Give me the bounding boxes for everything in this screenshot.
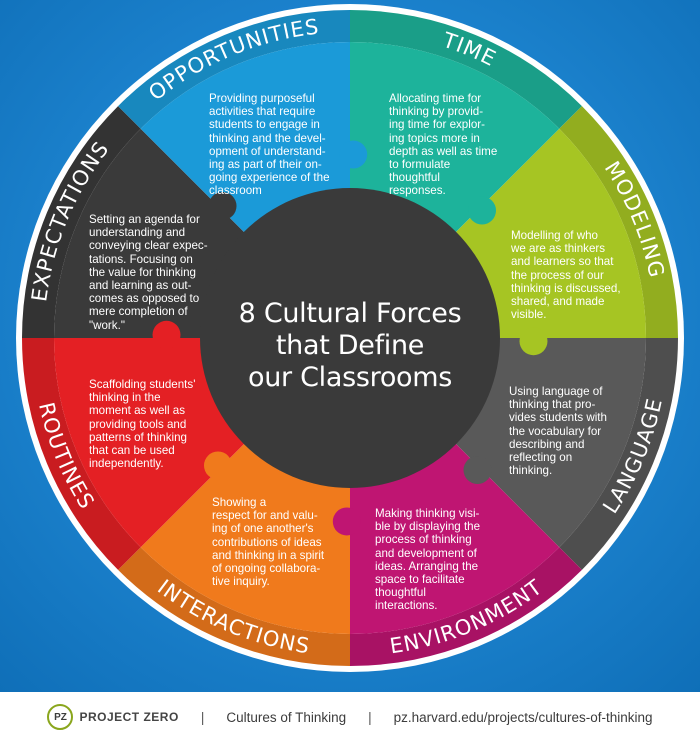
- expectations-text-line: tations. Focusing on: [89, 252, 193, 266]
- time-tab: [468, 196, 497, 225]
- title-line: that Define: [275, 330, 425, 361]
- project-zero-logo: PZ: [47, 704, 74, 730]
- opportunities-description: Providing purposeful activities that req…: [209, 92, 344, 198]
- routines-description: Scaffolding students' thinking in the mo…: [89, 378, 214, 470]
- environment-text-line: and development of: [375, 546, 477, 560]
- diagram-title: 8 Cultural Forces that Define our Classr…: [215, 298, 485, 394]
- time-text-line: responses.: [389, 184, 446, 198]
- environment-text-line: ble by displaying the: [375, 520, 481, 534]
- routines-text-line: that can be used: [89, 444, 175, 458]
- opportunities-tab: [339, 140, 368, 169]
- expectations-text-line: comes as opposed to: [89, 292, 200, 306]
- interactions-band: [118, 547, 351, 666]
- routines-text-line: independently.: [89, 457, 164, 471]
- environment-text-line: ideas. Arranging the: [375, 559, 479, 573]
- language-text-line: describing and: [509, 437, 585, 451]
- title-line: our Classrooms: [247, 362, 453, 393]
- routines-band: [22, 338, 141, 570]
- language-text-line: thinking that pro-: [509, 398, 596, 412]
- environment-text-line: space to facilitate: [375, 573, 465, 587]
- expectations-text-line: "work.": [89, 318, 125, 332]
- time-text-line: to formulate: [389, 158, 451, 172]
- modeling-text-line: shared, and made: [511, 295, 605, 309]
- center-circle: [200, 188, 500, 488]
- environment-text-line: interactions.: [375, 599, 438, 613]
- footer: PZ PROJECT ZERO | Cultures of Thinking |…: [0, 692, 700, 742]
- environment-band: [350, 547, 582, 666]
- expectations-text-line: conveying clear expec-: [89, 239, 208, 253]
- time-description: Allocating time for thinking by provid- …: [389, 92, 514, 198]
- interactions-text-line: tive inquiry.: [212, 575, 270, 589]
- interactions-tab: [203, 451, 232, 480]
- modeling-tab: [519, 327, 548, 356]
- opportunities-text-line: classroom: [209, 184, 262, 198]
- language-band: [559, 338, 678, 570]
- routines-text-line: Scaffolding students': [89, 378, 196, 391]
- routines-tab: [152, 320, 181, 349]
- time-text-line: thinking by provid-: [389, 105, 484, 119]
- opportunities-text-line: opment of understand-: [209, 144, 326, 158]
- opportunities-band: [118, 9, 351, 129]
- expectations-text-line: Setting an agenda for: [89, 213, 200, 226]
- opportunities-text-line: thinking and the devel-: [209, 131, 326, 145]
- time-text-line: ing topics more in: [389, 131, 480, 145]
- opportunities-text-line: Providing purposeful: [209, 92, 315, 105]
- language-text-line: vides students with: [509, 411, 607, 425]
- language-text-line: Using language of: [509, 385, 603, 398]
- opportunities-text-line: ing as part of their on-: [209, 158, 322, 172]
- language-text-line: reflecting on: [509, 451, 573, 465]
- opportunities-text-line: activities that require: [209, 105, 316, 119]
- interactions-text-line: ing of one another's: [212, 522, 314, 536]
- expectations-text-line: and learning as out-: [89, 279, 192, 293]
- separator: |: [200, 709, 205, 725]
- expectations-description: Setting an agenda for understanding and …: [89, 213, 224, 332]
- time-text-line: thoughtful: [389, 171, 440, 185]
- time-text-line: Allocating time for: [389, 92, 482, 105]
- cultural-forces-wheel: TIMEMODELINGLANGUAGEENVIRONMENTINTERACTI…: [22, 9, 678, 666]
- interactions-text-line: Showing a: [212, 496, 267, 509]
- modeling-description: Modelling of who we are as thinkers and …: [511, 229, 641, 321]
- environment-description: Making thinking visi- ble by displaying …: [375, 507, 505, 613]
- separator: |: [368, 709, 372, 725]
- environment-tab: [332, 507, 361, 536]
- interactions-text-line: of ongoing collabora-: [212, 562, 321, 576]
- expectations-text-line: the value for thinking: [89, 265, 196, 279]
- expectations-text-line: mere completion of: [89, 305, 188, 319]
- environment-text-line: Making thinking visi-: [375, 507, 480, 520]
- modeling-text-line: Modelling of who: [511, 229, 599, 242]
- modeling-text-line: we are as thinkers: [511, 242, 606, 256]
- language-description: Using language of thinking that pro- vid…: [509, 385, 634, 477]
- modeling-text-line: and learners so that: [511, 255, 614, 269]
- opportunities-text-line: going experience of the: [209, 171, 330, 185]
- language-text-line: the vocabulary for: [509, 424, 602, 438]
- routines-text-line: moment as well as: [89, 404, 186, 418]
- interactions-text-line: contributions of ideas: [212, 535, 322, 549]
- interactions-text-line: respect for and valu-: [212, 509, 318, 523]
- opportunities-text-line: students to engage in: [209, 118, 320, 132]
- language-tab: [463, 456, 492, 485]
- expectations-text-line: understanding and: [89, 226, 186, 240]
- time-text-line: ing time for explor-: [389, 118, 486, 132]
- time-band: [350, 10, 582, 129]
- language-text-line: thinking.: [509, 464, 553, 478]
- expectations-tab: [208, 191, 237, 220]
- time-text-line: depth as well as time: [389, 144, 498, 158]
- org-name: PROJECT ZERO: [79, 710, 179, 724]
- interactions-description: Showing a respect for and valu- ing of o…: [212, 496, 342, 588]
- interactions-text-line: and thinking in a spirit: [212, 548, 325, 562]
- environment-text-line: process of thinking: [375, 533, 472, 547]
- environment-text-line: thoughtful: [375, 586, 426, 600]
- title-line: 8 Cultural Forces: [238, 298, 462, 329]
- modeling-text-line: visible.: [511, 308, 547, 322]
- routines-text-line: thinking in the: [89, 391, 161, 405]
- routines-text-line: patterns of thinking: [89, 430, 187, 444]
- modeling-band: [559, 106, 678, 339]
- expectations-band: [22, 106, 141, 339]
- program-name: Cultures of Thinking: [226, 709, 347, 725]
- routines-text-line: providing tools and: [89, 417, 187, 431]
- footer-url[interactable]: pz.harvard.edu/projects/cultures-of-thin…: [393, 709, 653, 725]
- modeling-text-line: thinking is discussed,: [511, 281, 621, 295]
- modeling-text-line: the process of our: [511, 268, 604, 282]
